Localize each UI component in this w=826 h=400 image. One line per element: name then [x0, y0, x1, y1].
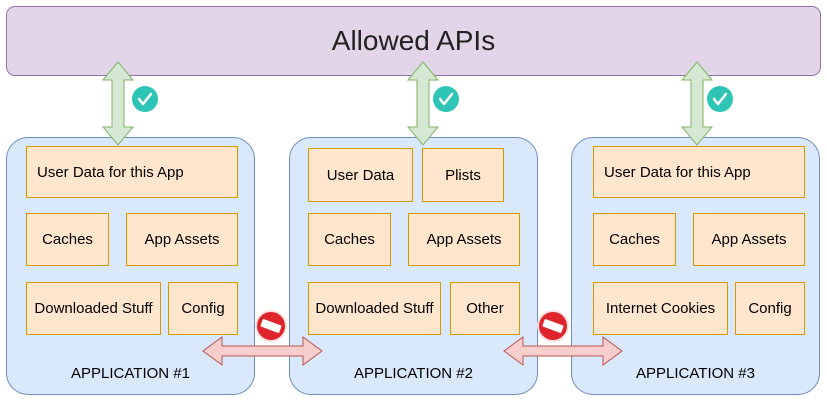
app1-caches-box: Caches	[26, 213, 109, 266]
check-circle-icon	[707, 86, 733, 112]
no-entry-icon	[537, 310, 569, 342]
app3-caches-box: Caches	[593, 213, 676, 266]
app2-other-box: Other	[450, 282, 520, 335]
app2-user-data-box: User Data	[308, 148, 413, 202]
app3-user-data-box: User Data for this App	[593, 146, 805, 198]
no-entry-icon	[255, 310, 287, 342]
api-access-arrow-1	[101, 61, 135, 146]
allowed-apis-title: Allowed APIs	[331, 25, 496, 56]
app3-internet-cookies-box: Internet Cookies	[593, 282, 728, 335]
denied-access-arrow-2-3	[503, 336, 623, 366]
check-circle-icon	[132, 86, 158, 112]
api-access-arrow-3	[680, 61, 714, 146]
app2-app-assets-box: App Assets	[408, 213, 520, 266]
app3-app-assets-box: App Assets	[693, 213, 805, 266]
allowed-apis-bar: Allowed APIs	[6, 6, 821, 76]
app2-caches-box: Caches	[308, 213, 391, 266]
application-3-label: APPLICATION #3	[636, 365, 755, 382]
app1-user-data-box: User Data for this App	[26, 146, 238, 198]
denied-access-arrow-1-2	[202, 336, 323, 366]
application-1-label: APPLICATION #1	[71, 365, 190, 382]
app1-app-assets-box: App Assets	[126, 213, 238, 266]
app2-downloaded-stuff-box: Downloaded Stuff	[308, 282, 441, 335]
check-circle-icon	[433, 86, 459, 112]
application-2-label: APPLICATION #2	[354, 365, 473, 382]
app1-config-box: Config	[168, 282, 238, 335]
api-access-arrow-2	[406, 61, 440, 146]
app3-config-box: Config	[735, 282, 805, 335]
app1-downloaded-stuff-box: Downloaded Stuff	[26, 282, 161, 335]
app2-plists-box: Plists	[422, 148, 504, 202]
